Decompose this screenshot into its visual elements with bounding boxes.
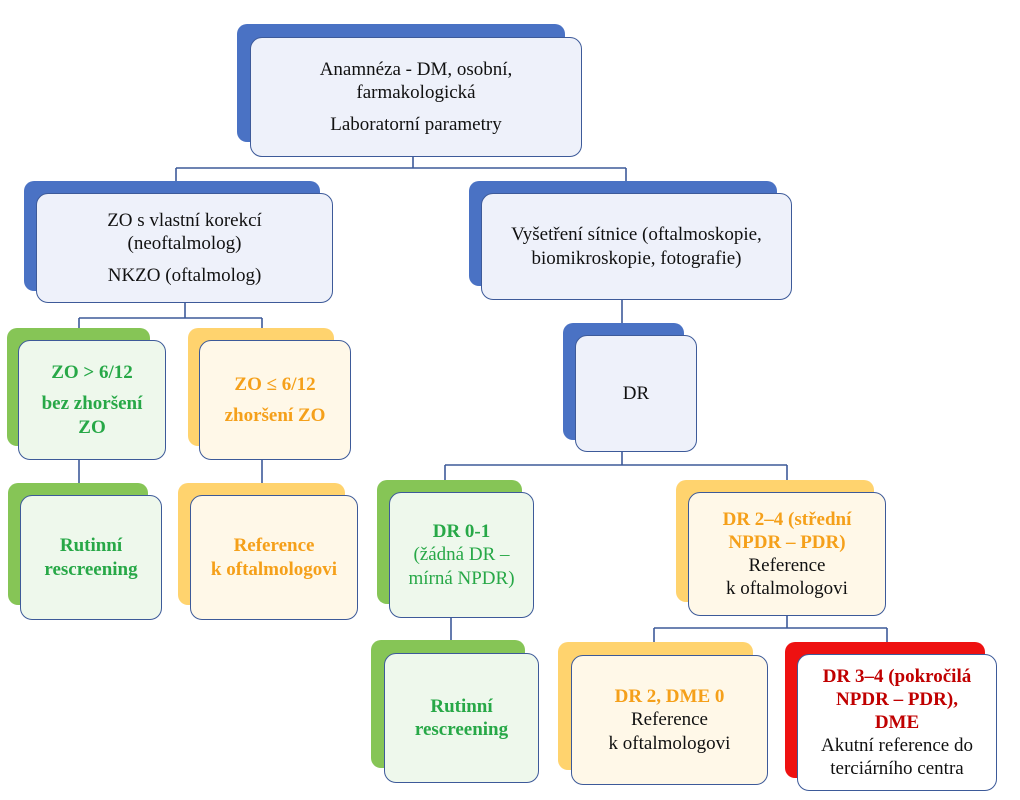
node-anamneza-line-1: Anamnéza - DM, osobní, <box>319 59 513 81</box>
node-dr34-line-3: DME <box>874 711 920 733</box>
node-zo-gt-line-3: ZO <box>78 416 106 438</box>
node-dr2-dme0-line-2: Reference <box>631 709 708 731</box>
node-zo-korekce-line-1: ZO s vlastní korekcí <box>107 210 262 232</box>
node-anamneza-line-3: Laboratorní parametry <box>330 113 502 135</box>
node-dr34-line-1: DR 3–4 (pokročilá <box>822 665 972 687</box>
node-rutinni-2-line-1: Rutinní <box>430 695 493 717</box>
node-zo-le-line-1: ZO ≤ 6/12 <box>234 373 316 395</box>
node-dr01-line-1: DR 0-1 <box>432 521 491 543</box>
node-dr34-line-2: NPDR – PDR), <box>836 688 958 710</box>
node-vysetreni-line-1: Vyšetření sítnice (oftalmoskopie, <box>511 224 762 246</box>
node-zo-gt-line-2: bez zhoršení <box>41 393 143 415</box>
node-reference-1-line-1: Reference <box>233 535 315 557</box>
node-dr24-line-1: DR 2–4 (střední <box>722 508 852 530</box>
node-zo-korekce-line-2: (neoftalmolog) <box>127 233 242 255</box>
node-dr24-line-3: Reference <box>748 555 826 576</box>
node-anamneza-line-2: farmakologická <box>356 82 476 104</box>
node-rutinni-1-line-2: rescreening <box>44 558 138 580</box>
node-dr-line-1: DR <box>622 382 650 404</box>
node-dr24-line-2: NPDR – PDR) <box>728 531 846 553</box>
node-dr01-line-3: mírná NPDR) <box>408 567 515 589</box>
node-zo-gt-line-1: ZO > 6/12 <box>51 362 133 384</box>
node-dr2-dme0-line-1: DR 2, DME 0 <box>614 686 725 708</box>
node-rutinni-2-line-2: rescreening <box>414 719 509 740</box>
node-dr2-dme0-line-3: k oftalmologovi <box>608 732 731 754</box>
node-dr34-line-5: terciárního centra <box>830 758 964 780</box>
node-zo-le-line-2: zhoršení ZO <box>224 405 326 426</box>
node-dr01-line-2: (žádná DR – <box>413 544 510 566</box>
node-zo-korekce-line-3: NKZO (oftalmolog) <box>107 264 262 286</box>
node-dr24-line-4: k oftalmologovi <box>726 578 848 600</box>
node-reference-1-line-2: k oftalmologovi <box>210 558 338 580</box>
node-dr34-line-4: Akutní reference do <box>821 735 973 757</box>
node-vysetreni-line-2: biomikroskopie, fotografie) <box>531 247 742 269</box>
node-rutinni-1-line-1: Rutinní <box>59 535 123 557</box>
